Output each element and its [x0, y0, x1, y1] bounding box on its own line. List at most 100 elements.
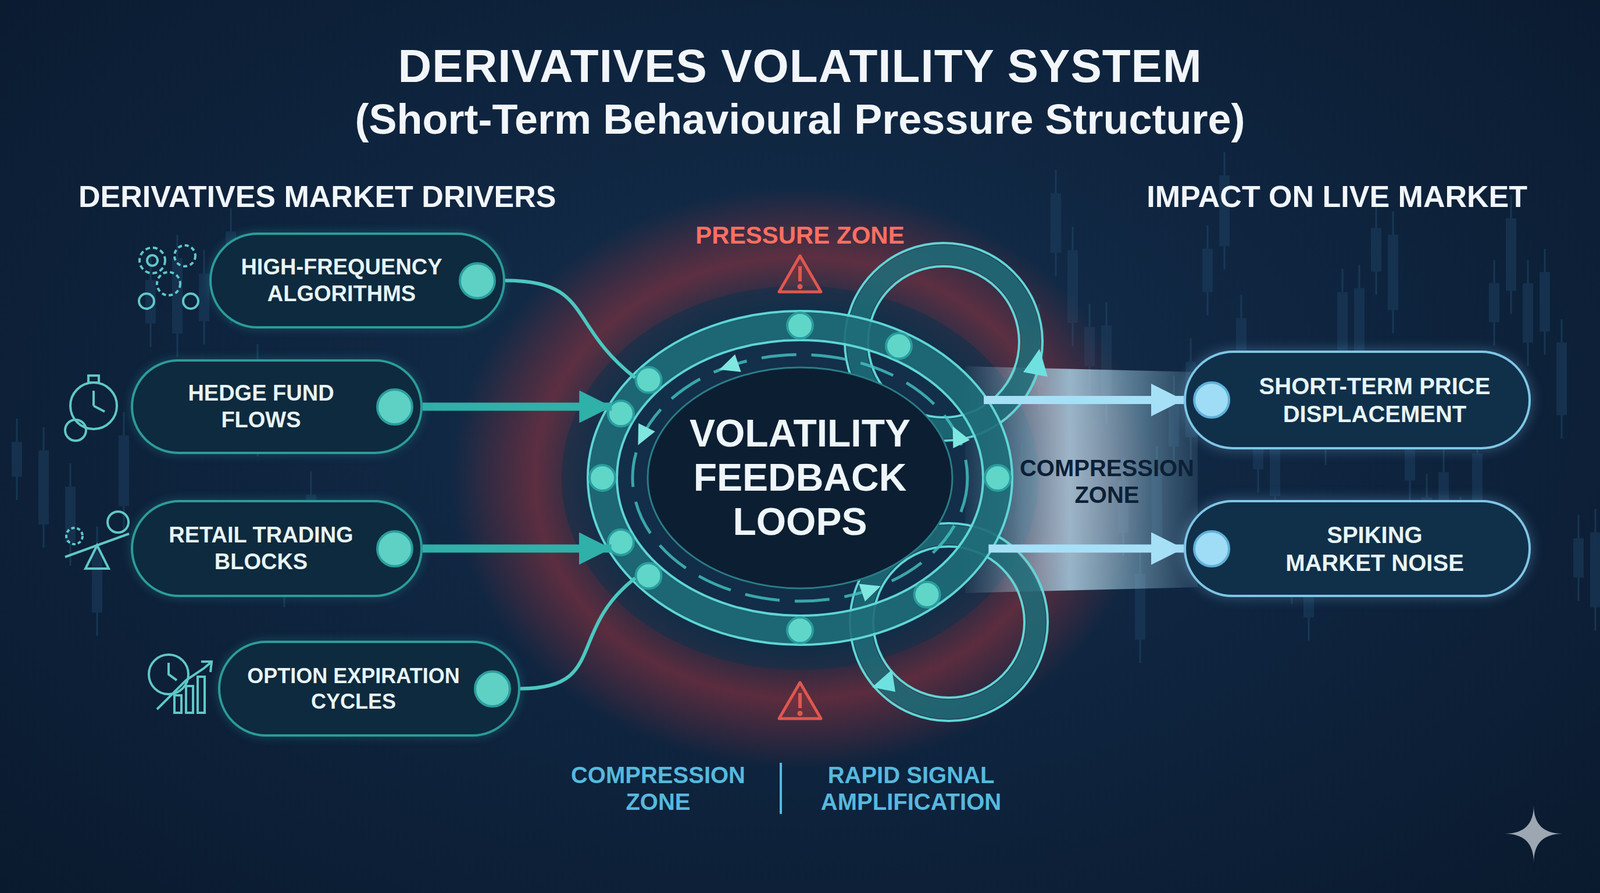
driver-icons	[174, 245, 196, 267]
ring-dot	[787, 312, 813, 339]
candle-body	[118, 435, 130, 507]
ring-arrowhead	[716, 354, 742, 379]
ring-dot	[589, 465, 616, 491]
node-text-group: VOLATILITY FEEDBACK LOOPS	[608, 411, 992, 545]
driver-icons	[186, 686, 194, 713]
driver-icons	[174, 695, 182, 713]
driver-icons	[201, 661, 212, 673]
driver-icons	[147, 255, 158, 266]
driver-icons	[85, 545, 109, 569]
node-text-group: HEDGE FUND FLOWS	[150, 380, 372, 434]
driver-icons	[183, 293, 199, 309]
ring-dot	[914, 581, 941, 608]
section-heading: IMPACT ON LIVE MARKET	[1146, 179, 1528, 215]
divider	[779, 762, 782, 814]
feedback-ring	[632, 354, 968, 602]
zone-label: PRESSURE ZONE	[695, 221, 905, 250]
candle-body	[1539, 272, 1550, 332]
candle-body	[1337, 292, 1348, 356]
zone-label: RAPID SIGNAL AMPLIFICATION	[794, 761, 1028, 816]
driver-icons	[107, 511, 129, 533]
pill-dot	[458, 262, 496, 300]
ring-dot	[787, 617, 813, 644]
ring-dot	[608, 529, 634, 556]
zone-label: COMPRESSION ZONE	[1011, 454, 1203, 509]
driver-pill: HIGH-FREQUENCY ALGORITHMS	[209, 232, 506, 329]
node-text-group: OPTION EXPIRATION CYCLES	[237, 663, 470, 714]
warning-icons	[779, 682, 821, 719]
driver-icons	[168, 662, 177, 681]
candle-body	[38, 450, 49, 525]
driver-pill: HEDGE FUND FLOWS	[130, 359, 423, 455]
impact-pill: SPIKING MARKET NOISE	[1183, 500, 1531, 598]
pill-dot	[1193, 530, 1231, 568]
pill-label: SHORT-TERM PRICE DISPLACEMENT	[1244, 372, 1506, 428]
candle-body	[1050, 193, 1062, 253]
driver-pill: OPTION EXPIRATION CYCLES	[218, 640, 521, 737]
impact-pill: SHORT-TERM PRICE DISPLACEMENT	[1183, 350, 1531, 450]
candle-body	[1522, 283, 1534, 343]
candle-body	[1488, 283, 1500, 323]
hub-ellipse: VOLATILITY FEEDBACK LOOPS	[590, 315, 1010, 641]
title: DERIVATIVES VOLATILITY SYSTEM	[397, 39, 1202, 94]
candle-body	[1556, 342, 1567, 416]
feedback-ring	[616, 340, 984, 616]
halo	[561, 286, 1039, 670]
candle-body	[11, 441, 23, 477]
small-loops	[872, 669, 896, 692]
subtitle: (Short-Term Behavioural Pressure Structu…	[354, 95, 1245, 144]
node-text-group: SHORT-TERM PRICE DISPLACEMENT	[1238, 372, 1512, 428]
candle-body	[198, 273, 210, 321]
warning-icons	[797, 284, 803, 290]
ring-dot	[608, 400, 634, 427]
pill-label: HIGH-FREQUENCY ALGORITHMS	[231, 254, 453, 307]
section-heading: DERIVATIVES MARKET DRIVERS	[78, 179, 557, 215]
candle-body	[1590, 531, 1600, 607]
hub-label: VOLATILITY FEEDBACK LOOPS	[660, 411, 940, 545]
driver-icons	[138, 293, 155, 309]
pill-dot	[376, 530, 414, 568]
node-text-group: RETAIL TRADING BLOCKS	[150, 522, 372, 575]
connector	[422, 402, 612, 412]
pill-label: HEDGE FUND FLOWS	[150, 380, 372, 434]
candle-body	[91, 549, 103, 613]
connector	[422, 544, 612, 553]
ring-dot	[984, 465, 1011, 491]
driver-icons	[65, 419, 87, 441]
driver-icons	[156, 272, 181, 296]
small-loops	[1023, 348, 1048, 377]
warning-icons	[779, 255, 821, 292]
candle-body	[172, 258, 183, 334]
driver-icons	[197, 676, 205, 713]
candle-body	[1370, 227, 1382, 272]
driver-icons	[148, 654, 189, 695]
ring-markers	[589, 312, 1011, 644]
candle-body	[1354, 288, 1365, 360]
warning-icons	[798, 693, 802, 709]
pill-dot	[473, 670, 512, 708]
driver-icons	[156, 662, 211, 710]
warning-icons	[797, 711, 803, 717]
connector	[520, 577, 635, 689]
pill-label: OPTION EXPIRATION CYCLES	[240, 663, 467, 714]
feedback-ring	[587, 311, 1013, 645]
node-text-group: HIGH-FREQUENCY ALGORITHMS	[229, 254, 455, 307]
candle-body	[65, 486, 76, 543]
driver-icons	[88, 375, 99, 383]
driver-icons	[92, 390, 95, 406]
candlesticks	[11, 152, 1600, 664]
ring-arrowhead	[858, 577, 884, 602]
zone-label: COMPRESSION ZONE	[562, 761, 755, 816]
feedback-ring	[647, 367, 953, 589]
driver-icons	[65, 245, 212, 713]
feedback-ring	[602, 325, 998, 631]
ring-arrowhead	[629, 423, 656, 450]
watermark-star	[1504, 805, 1563, 863]
ring-arrowhead	[944, 422, 970, 449]
driver-icons	[66, 527, 83, 545]
connector	[983, 395, 1184, 405]
pill-label: RETAIL TRADING BLOCKS	[150, 522, 372, 575]
feedback-ring	[587, 311, 1013, 645]
pill-dot	[376, 388, 414, 426]
